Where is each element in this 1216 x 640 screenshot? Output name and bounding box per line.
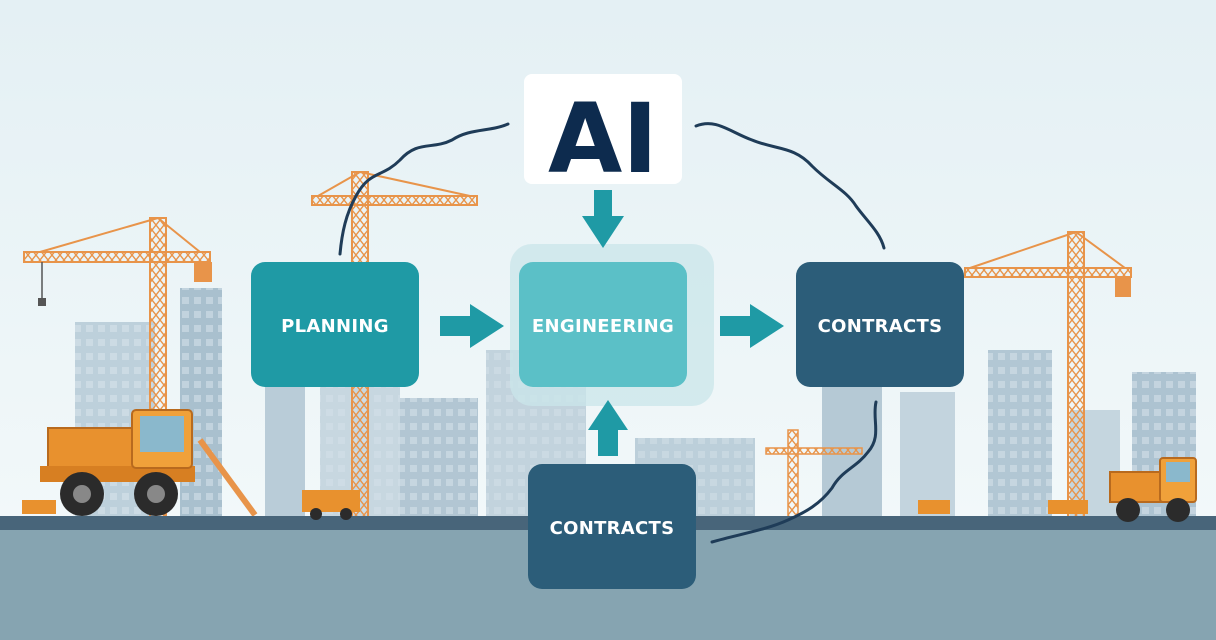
ai-hub: AI [524,74,682,195]
node-contracts-right-label: CONTRACTS [818,316,943,337]
node-planning-label: PLANNING [281,316,389,337]
arrow-planning-to-engineering [440,304,504,348]
node-planning: PLANNING [251,262,419,387]
dump-truck-left [40,409,195,516]
node-engineering: ENGINEERING [519,262,687,387]
crane-small [197,429,863,519]
node-contracts-right: CONTRACTS [796,262,964,387]
truck-right [1109,457,1197,522]
arrow-ai-to-engineering [582,190,624,248]
node-contracts-bottom: CONTRACTS [528,464,696,589]
node-engineering-label: ENGINEERING [532,316,674,337]
node-contracts-bottom-label: CONTRACTS [550,518,675,539]
ai-hub-label: AI [548,83,658,195]
arrow-engineering-to-contracts [720,304,784,348]
arrow-contracts-to-engineering [588,400,628,456]
squiggle-connectors [338,122,886,544]
crane-right [964,231,1132,519]
small-machines [22,490,1088,520]
